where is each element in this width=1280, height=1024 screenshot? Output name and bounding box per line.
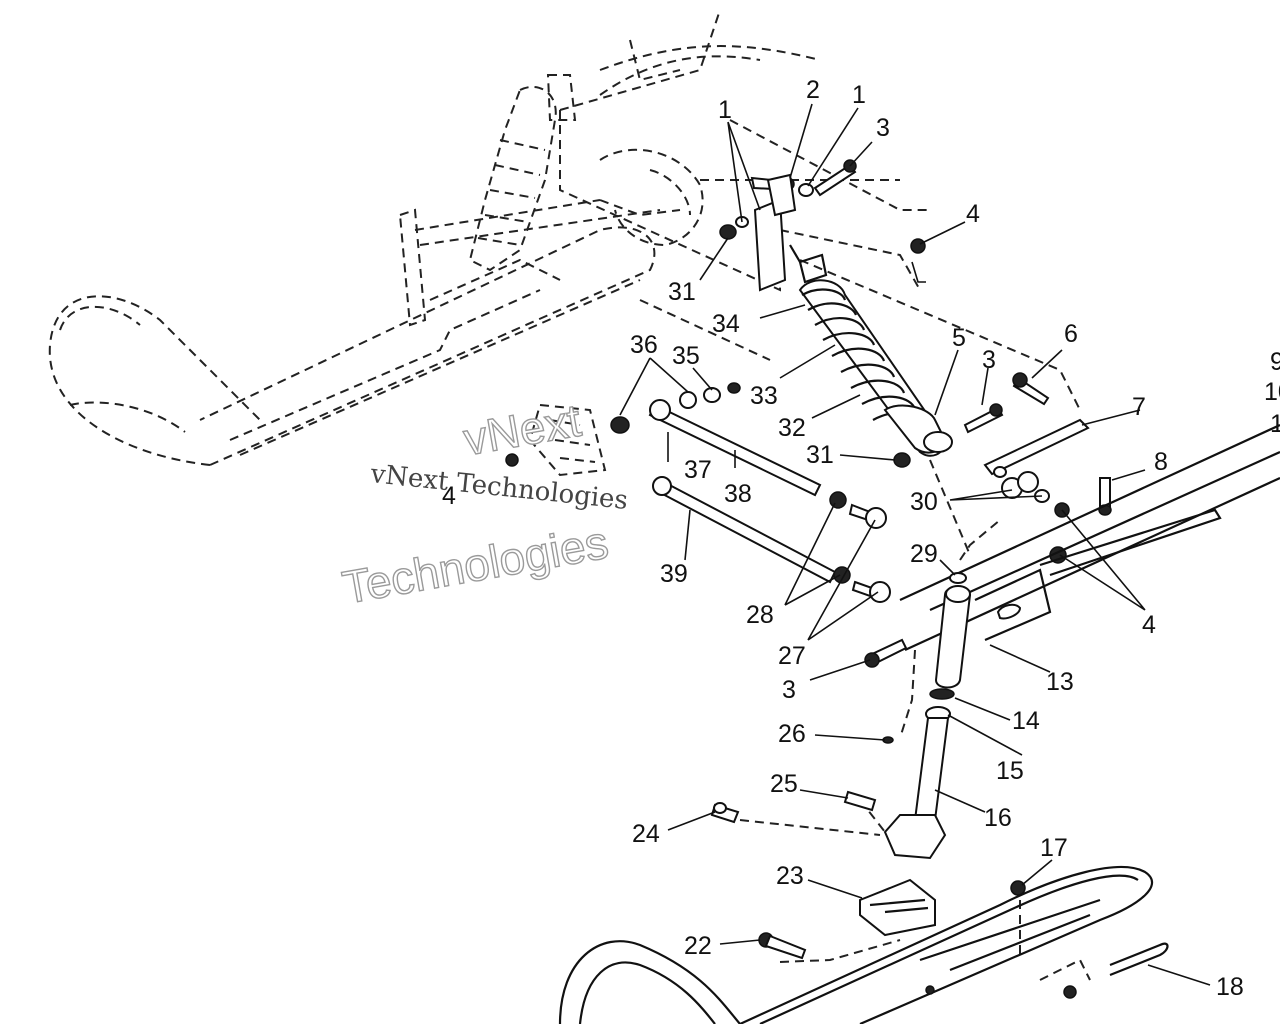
callout-5: 5 [952, 324, 966, 352]
callout-15: 15 [996, 757, 1024, 785]
mount-bracket [753, 173, 797, 292]
bolt-3-lower [864, 638, 908, 668]
callout-7: 7 [1132, 393, 1146, 421]
callout-28: 28 [746, 601, 774, 629]
callout-4: 4 [1142, 611, 1156, 639]
callout-17: 17 [1040, 834, 1068, 862]
callout-29: 29 [910, 540, 938, 568]
spindle [883, 572, 972, 860]
callout-30: 30 [910, 488, 938, 516]
callout-26: 26 [778, 720, 806, 748]
rod-end-27b [851, 580, 891, 603]
callout-25: 25 [770, 770, 798, 798]
callout-22: 22 [684, 932, 712, 960]
callout-8: 8 [1154, 448, 1168, 476]
bolt-6 [1012, 372, 1050, 406]
stud-4-top [911, 261, 926, 283]
nut-4-top [910, 238, 926, 254]
watermark-technologies-large: Technologies [339, 516, 612, 614]
callout-23: 23 [776, 862, 804, 890]
callout-10: 10 [1264, 378, 1280, 406]
callout-3: 3 [982, 346, 996, 374]
ghost-ski-left [48, 226, 656, 466]
callout-24: 24 [632, 820, 660, 848]
callout-13: 13 [1046, 668, 1074, 696]
callout-11: 1 [1270, 410, 1280, 438]
nut-28a [829, 491, 847, 509]
callout-31: 31 [806, 441, 834, 469]
nut-31-top [719, 224, 737, 240]
callout-39: 39 [660, 560, 688, 588]
ski [558, 865, 1169, 1024]
callout-31: 31 [668, 278, 696, 306]
callout-4: 4 [966, 200, 980, 228]
bracket-7 [983, 418, 1090, 503]
washer-1 [798, 183, 814, 197]
callout-labels: 1 2 1 3 4 31 34 5 6 3 36 35 33 32 31 7 8… [442, 76, 1280, 1001]
shock-absorber [789, 244, 953, 457]
callout-34: 34 [712, 310, 740, 338]
callout-16: 16 [984, 804, 1012, 832]
rod-end-27a [848, 503, 887, 529]
watermark-vnext-large: vNext [460, 394, 585, 466]
leader-lines [619, 103, 1211, 986]
bolt-3-mid [963, 403, 1004, 434]
callout-27: 27 [778, 642, 806, 670]
ski-saddle [859, 878, 936, 937]
nut-31-mid [893, 452, 911, 468]
bolt-22 [758, 932, 807, 960]
dash-spindle-lower [899, 649, 916, 739]
callout-3: 3 [876, 114, 890, 142]
callout-1: 1 [852, 81, 866, 109]
callout-9: 9 [1270, 348, 1280, 376]
callout-36: 36 [630, 331, 658, 359]
shock-spring [801, 288, 928, 426]
callout-33: 33 [750, 382, 778, 410]
nut-4-left [505, 453, 519, 467]
callout-14: 14 [1012, 707, 1040, 735]
radius-rod-39 [652, 476, 837, 584]
callout-2: 2 [806, 76, 820, 104]
callout-18: 18 [1216, 973, 1244, 1001]
callout-3: 3 [782, 676, 796, 704]
grease-fitting-24 [710, 802, 740, 824]
bolt-8 [1098, 477, 1112, 516]
ghost-shock-left [468, 74, 577, 272]
callout-6: 6 [1064, 320, 1078, 348]
watermark-text-small: vNext Technologies [368, 459, 629, 516]
ghost-spindle-bracket [398, 199, 661, 327]
callout-32: 32 [778, 414, 806, 442]
callout-38: 38 [724, 480, 752, 508]
pin-25 [843, 790, 877, 812]
callout-37: 37 [684, 456, 712, 484]
callout-1: 1 [718, 96, 732, 124]
callout-4: 4 [442, 482, 456, 510]
callout-35: 35 [672, 342, 700, 370]
ghost-frame [559, 9, 1081, 411]
bracket-4-left [528, 403, 607, 477]
